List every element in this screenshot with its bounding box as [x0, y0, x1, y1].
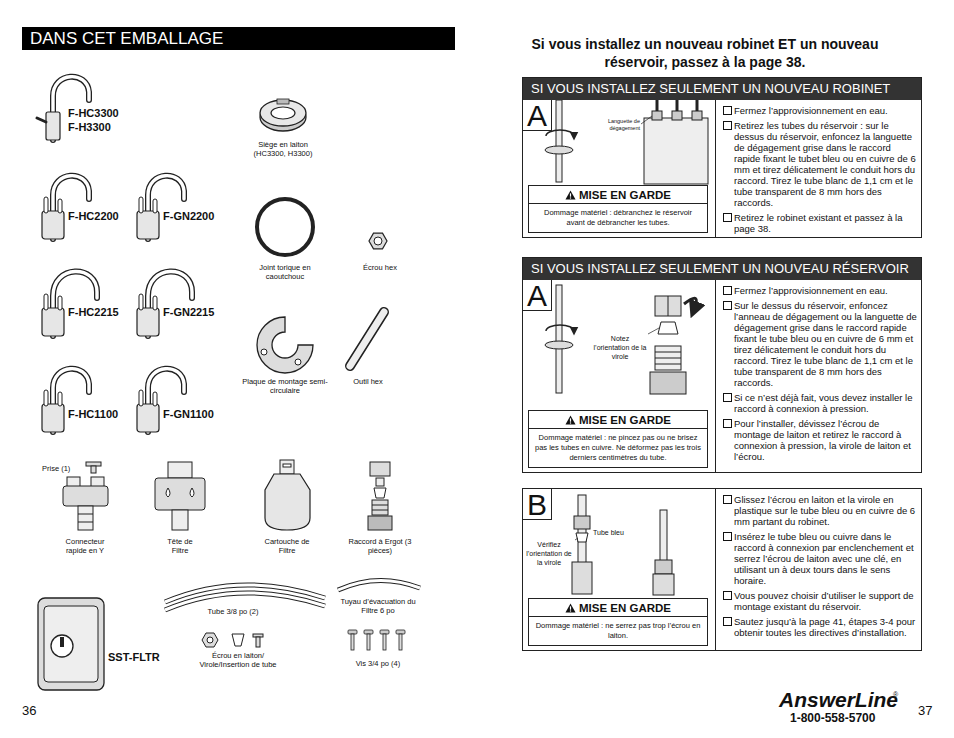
- checklist-step: Retirez les tubes du réservoir : sur le …: [723, 120, 917, 208]
- caution-text: Dommage matériel : débranchez le réservo…: [529, 204, 707, 232]
- part-label: Tube 3/8 po (2): [188, 607, 278, 616]
- part-label: Raccord à Ergot (3 pièces): [344, 537, 416, 555]
- part-label: Plaque de montage semi-circulaire: [238, 377, 333, 395]
- step-letter: B: [523, 489, 552, 520]
- step-list: Fermez l’approvisionnement en eau. Sur le…: [723, 285, 917, 462]
- caution-header: MISE EN GARDE: [529, 411, 707, 429]
- checklist-step: Sautez jusqu’à la page 41, étapes 3-4 po…: [723, 616, 917, 638]
- callout-label: Notez l’orientation de la virole: [593, 334, 647, 361]
- part-label: Outil hex: [338, 377, 398, 386]
- model-number: F-HC3300: [68, 107, 119, 120]
- page-number: 36: [22, 703, 36, 719]
- page-number: 37: [918, 703, 932, 719]
- brand-logo: AnswerLine: [779, 687, 898, 713]
- caution-title: MISE EN GARDE: [579, 189, 671, 201]
- part-label: Tête de Filtre: [162, 537, 198, 555]
- model-number: F-H3300: [68, 121, 111, 134]
- model-number: F-HC2200: [68, 210, 119, 223]
- section-heading: DANS CET EMBALLAGE: [22, 27, 455, 50]
- caution-title: MISE EN GARDE: [579, 414, 671, 426]
- registered-mark: ®: [893, 690, 898, 699]
- part-label: Vis 3/4 po (4): [343, 659, 413, 668]
- model-number: F-GN2200: [163, 210, 214, 223]
- checklist-step: Retirez le robinet existant et passez à …: [723, 212, 917, 234]
- phone-number: 1-800-558-5700: [790, 711, 875, 726]
- part-label: Siège en laiton (HC3300, H3300): [246, 140, 320, 158]
- callout-label: Languette de dégagement: [603, 118, 640, 132]
- model-number: F-HC2215: [68, 306, 119, 319]
- model-number: F-GN1100: [163, 408, 214, 421]
- caution-box: MISE EN GARDE Dommage matériel : ne serre…: [528, 598, 708, 646]
- model-number: SST-FLTR: [108, 651, 160, 664]
- step-column: Glissez l’écrou en laiton et la virole e…: [715, 489, 921, 650]
- warning-triangle: [565, 190, 576, 200]
- step-list: Glissez l’écrou en laiton et la virole e…: [723, 494, 917, 638]
- caution-box: MISE EN GARDE Dommage matériel : débranch…: [528, 185, 708, 233]
- step-list: Fermez l’approvisionnement en eau. Retire…: [723, 105, 917, 234]
- part-label: Connecteur rapide en Y: [59, 537, 111, 555]
- checklist-step: Fermez l’approvisionnement en eau.: [723, 105, 917, 116]
- step-letter: A: [523, 280, 552, 311]
- instruction-panel: SI VOUS INSTALLEZ SEULEMENT UN NOUVEAU R…: [522, 77, 922, 238]
- caution-header: MISE EN GARDE: [529, 186, 707, 204]
- checklist-step: Sur le dessus du réservoir, enfoncez l’a…: [723, 300, 917, 388]
- caution-text: Dommage matériel : ne serrez pas trop l’…: [529, 617, 707, 645]
- checklist-step: Fermez l’approvisionnement en eau.: [723, 285, 917, 296]
- header-band: DANS CET EMBALLAGE: [22, 27, 455, 50]
- step-column: Fermez l’approvisionnement en eau. Retire…: [715, 100, 921, 237]
- panel-heading: SI VOUS INSTALLEZ SEULEMENT UN NOUVEAU R…: [523, 78, 921, 100]
- part-label: Écrou hex: [350, 263, 410, 272]
- model-number: F-HC1100: [68, 408, 118, 421]
- step-column: Fermez l’approvisionnement en eau. Sur le…: [715, 280, 921, 472]
- checklist-step: Vous pouvez choisir d’utiliser le suppor…: [723, 590, 917, 612]
- model-number: F-GN2215: [163, 306, 214, 319]
- caution-box: MISE EN GARDE Dommage matériel : ne pince…: [528, 410, 708, 468]
- instruction-panel: SI VOUS INSTALLEZ SEULEMENT UN NOUVEAU R…: [522, 257, 922, 473]
- checklist-step: Si ce n’est déjà fait, vous devez instal…: [723, 392, 917, 414]
- instruction-panel: B Glissez l’écrou en laiton et la virole …: [522, 488, 922, 651]
- page-heading: Si vous installez un nouveau robinet ET …: [525, 35, 885, 71]
- caution-title: MISE EN GARDE: [579, 602, 671, 614]
- callout-label: Vérifiez l’orientation de la virole: [525, 540, 573, 567]
- part-label: Écrou en laiton/ Virole/Insertion de tub…: [188, 651, 288, 669]
- checklist-step: Insérez le tube bleu ou cuivre dans le r…: [723, 531, 917, 586]
- caution-text: Dommage matériel : ne pincez pas ou ne b…: [529, 429, 707, 467]
- panel-heading: SI VOUS INSTALLEZ SEULEMENT UN NOUVEAU R…: [523, 258, 921, 280]
- part-label: Tuyau d’évacuation du Filtre 6 po: [333, 597, 423, 615]
- part-label: Prise (1): [42, 464, 70, 473]
- checklist-step: Glissez l’écrou en laiton et la virole e…: [723, 494, 917, 527]
- part-label: Cartouche de Filtre: [261, 537, 313, 555]
- step-letter: A: [523, 100, 552, 131]
- warning-triangle: [565, 603, 576, 613]
- callout-label: Tube bleu: [593, 528, 624, 537]
- caution-header: MISE EN GARDE: [529, 599, 707, 617]
- warning-triangle: [565, 415, 576, 425]
- part-label: Joint torique en caoutchouc: [256, 263, 314, 281]
- checklist-step: Pour l’installer, dévissez l’écrou de mo…: [723, 418, 917, 462]
